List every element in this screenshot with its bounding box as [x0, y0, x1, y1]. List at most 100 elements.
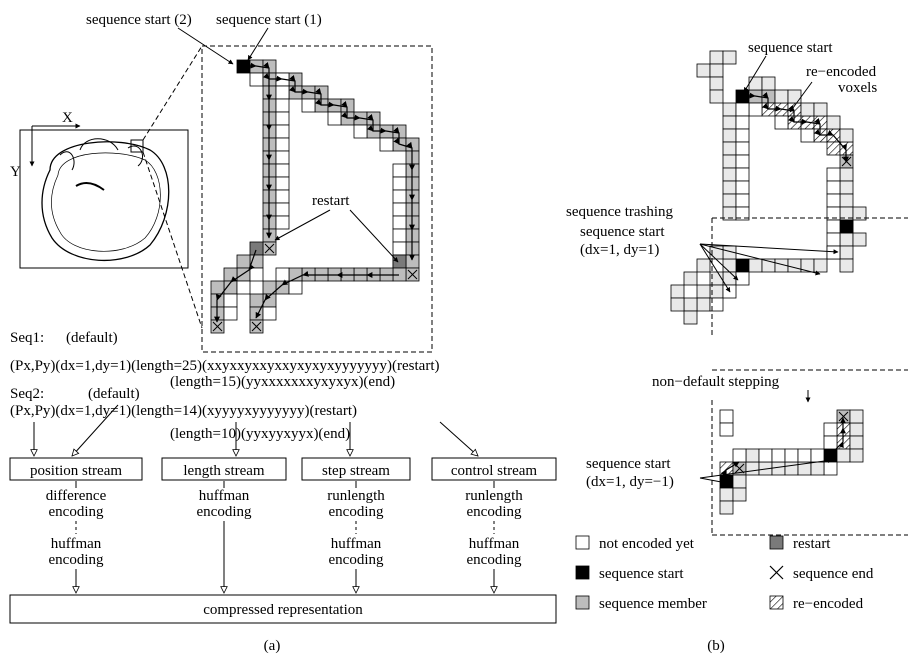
arrow-nd-1: [699, 458, 833, 479]
voxel-l: [800, 102, 815, 117]
legend-label-reencoded: re−encoded: [793, 596, 864, 612]
label-reencoded-2: voxels: [838, 80, 877, 96]
voxel-l: [849, 435, 864, 450]
voxel-l: [670, 297, 685, 312]
label-sequence-start-1: sequence start (1): [216, 12, 322, 28]
stream-box-4: [431, 457, 557, 481]
voxel-m: [210, 280, 225, 295]
stream-4-step-4: encoding: [467, 552, 522, 568]
voxel-w: [826, 167, 841, 182]
voxel-l: [696, 297, 711, 312]
voxel-l: [722, 128, 737, 143]
label-nondefault: non−default stepping: [652, 374, 780, 390]
stream-1-step-4: encoding: [49, 552, 104, 568]
legend-swatch-restart: [769, 535, 784, 550]
label-nd-step: (dx=1, dy=−1): [586, 474, 674, 490]
voxel-w: [797, 448, 812, 463]
zoom-line-bottom: [142, 151, 203, 329]
voxel-w: [735, 193, 750, 208]
stream-4-step-1: runlength: [465, 488, 523, 504]
stream-3-step-1: runlength: [327, 488, 385, 504]
voxel-w: [275, 163, 290, 178]
voxel-l: [849, 448, 864, 463]
voxel-l: [810, 461, 825, 476]
voxel-w: [223, 293, 238, 308]
voxel-l: [839, 180, 854, 195]
voxel-w: [735, 128, 750, 143]
arrow-trash-1: [699, 243, 839, 255]
voxel-h: [826, 141, 841, 156]
label-trashing-step: (dx=1, dy=1): [580, 242, 659, 258]
stream-name-4: control stream: [451, 463, 538, 479]
voxel-w: [392, 176, 407, 191]
voxel-w: [392, 215, 407, 230]
seq2-default: (default): [88, 386, 140, 402]
voxel-l: [683, 310, 698, 325]
voxel-s: [735, 258, 750, 273]
voxel-l: [709, 63, 724, 78]
voxel-grid-a: [210, 59, 420, 334]
stream-1-step-2: encoding: [49, 504, 104, 520]
zoom-line-top: [142, 45, 203, 141]
legend-label-seq_member: sequence member: [599, 596, 707, 612]
voxel-w: [275, 137, 290, 152]
seq1-line-2: (length=15)(yyxxxxxxxyxyxyx)(end): [170, 374, 395, 390]
voxel-w: [392, 189, 407, 204]
voxel-w: [288, 280, 303, 295]
voxel-l: [722, 102, 737, 117]
legend-swatch-seq_start: [575, 565, 590, 580]
seq2-line-1: (Px,Py)(dx=1,dy=1)(length=14)(xyyyyxyyyy…: [10, 403, 357, 419]
caption-a: (a): [264, 638, 281, 654]
voxel-w: [823, 435, 838, 450]
voxel-l: [771, 461, 786, 476]
sequence-path-nd1: [720, 461, 740, 482]
voxel-w: [735, 115, 750, 130]
panel-b: sequence start re−encoded voxels sequenc…: [566, 40, 908, 654]
voxel-w: [735, 154, 750, 169]
arrow-restart-1: [274, 209, 331, 241]
label-trashing: sequence trashing: [566, 204, 674, 220]
voxel-w: [826, 232, 841, 247]
seq1-line-1: (Px,Py)(dx=1,dy=1)(length=25)(xxyxxyxxyx…: [10, 358, 440, 374]
voxel-w: [735, 206, 750, 221]
stream-name-3: step stream: [322, 463, 390, 479]
voxel-l: [719, 487, 734, 502]
voxel-l: [784, 461, 799, 476]
voxel-l: [722, 167, 737, 182]
voxel-w: [275, 150, 290, 165]
voxel-w: [771, 448, 786, 463]
voxel-l: [696, 258, 711, 273]
voxel-w: [392, 228, 407, 243]
compressed-label: compressed representation: [203, 602, 363, 618]
label-restart: restart: [312, 193, 350, 209]
voxel-w: [275, 98, 290, 113]
skull-thumbnail: X Y: [10, 110, 189, 269]
voxel-w: [735, 180, 750, 195]
panel-a: X Y sequence start (2) sequence start (1…: [9, 12, 557, 654]
voxel-l: [813, 102, 828, 117]
voxel-w: [826, 245, 841, 260]
stream-1-step-1: difference: [46, 488, 107, 504]
seq1-title: Seq1:: [10, 330, 44, 346]
voxel-l: [696, 284, 711, 299]
legend-swatch-not_encoded: [575, 535, 590, 550]
stream-2-step-1: huffman: [199, 488, 250, 504]
voxel-w: [236, 280, 251, 295]
voxel-l: [839, 245, 854, 260]
stream-2-step-2: encoding: [197, 504, 252, 520]
voxel-w: [735, 102, 750, 117]
sequence-path-a4: [255, 270, 399, 319]
voxel-l: [709, 76, 724, 91]
voxel-w: [353, 124, 368, 139]
voxel-w: [732, 448, 747, 463]
stream-4-step-2: encoding: [467, 504, 522, 520]
legend-label-seq_start: sequence start: [599, 566, 684, 582]
legend-label-not_encoded: not encoded yet: [599, 536, 695, 552]
voxel-w: [249, 72, 264, 87]
stream-4-step-3: huffman: [469, 536, 520, 552]
voxel-w: [392, 241, 407, 256]
stream-box-2: [161, 457, 287, 481]
legend-label-seq_end: sequence end: [793, 566, 874, 582]
